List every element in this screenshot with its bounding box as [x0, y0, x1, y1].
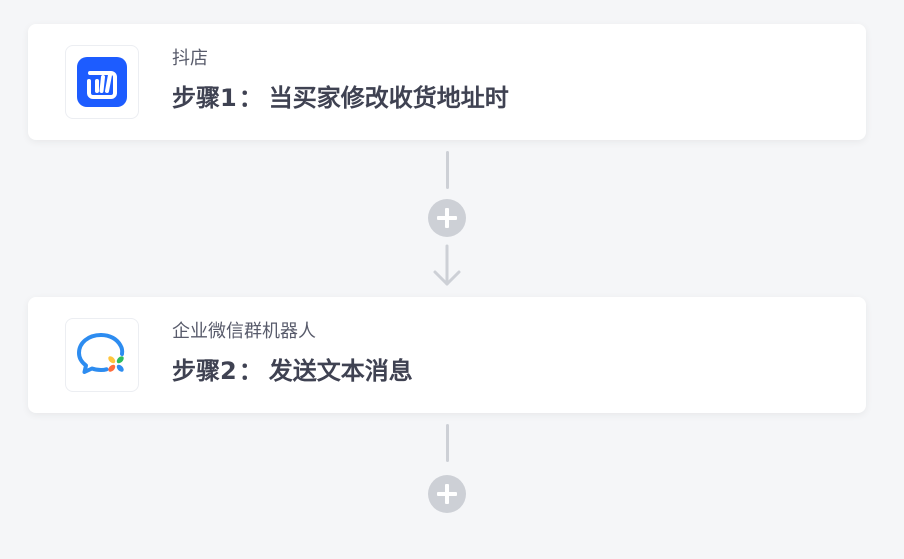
step-label: 步骤2 [172, 357, 237, 385]
connector-line [446, 424, 449, 462]
wecom-robot-app-icon [77, 333, 125, 374]
step-card-2[interactable]: 企业微信群机器人 步骤2：发送文本消息 [28, 297, 866, 413]
app-name: 抖店 [172, 48, 208, 69]
add-step-button[interactable] [428, 475, 466, 513]
step-title: 步骤1：当买家修改收货地址时 [172, 82, 509, 114]
add-step-button[interactable] [428, 199, 466, 237]
step-label: 步骤1 [172, 84, 237, 112]
step-action: 当买家修改收货地址时 [268, 84, 509, 112]
step-separator: ： [238, 84, 263, 112]
app-icon-container [65, 318, 139, 392]
doudian-app-icon [77, 57, 127, 107]
step-separator: ： [238, 357, 263, 385]
connector-line [446, 151, 449, 189]
step-action: 发送文本消息 [268, 357, 413, 385]
arrow-down-icon [433, 244, 461, 286]
app-name: 企业微信群机器人 [172, 321, 316, 342]
app-icon-container [65, 45, 139, 119]
step-card-1[interactable]: 抖店 步骤1：当买家修改收货地址时 [28, 24, 866, 140]
step-title: 步骤2：发送文本消息 [172, 355, 413, 387]
